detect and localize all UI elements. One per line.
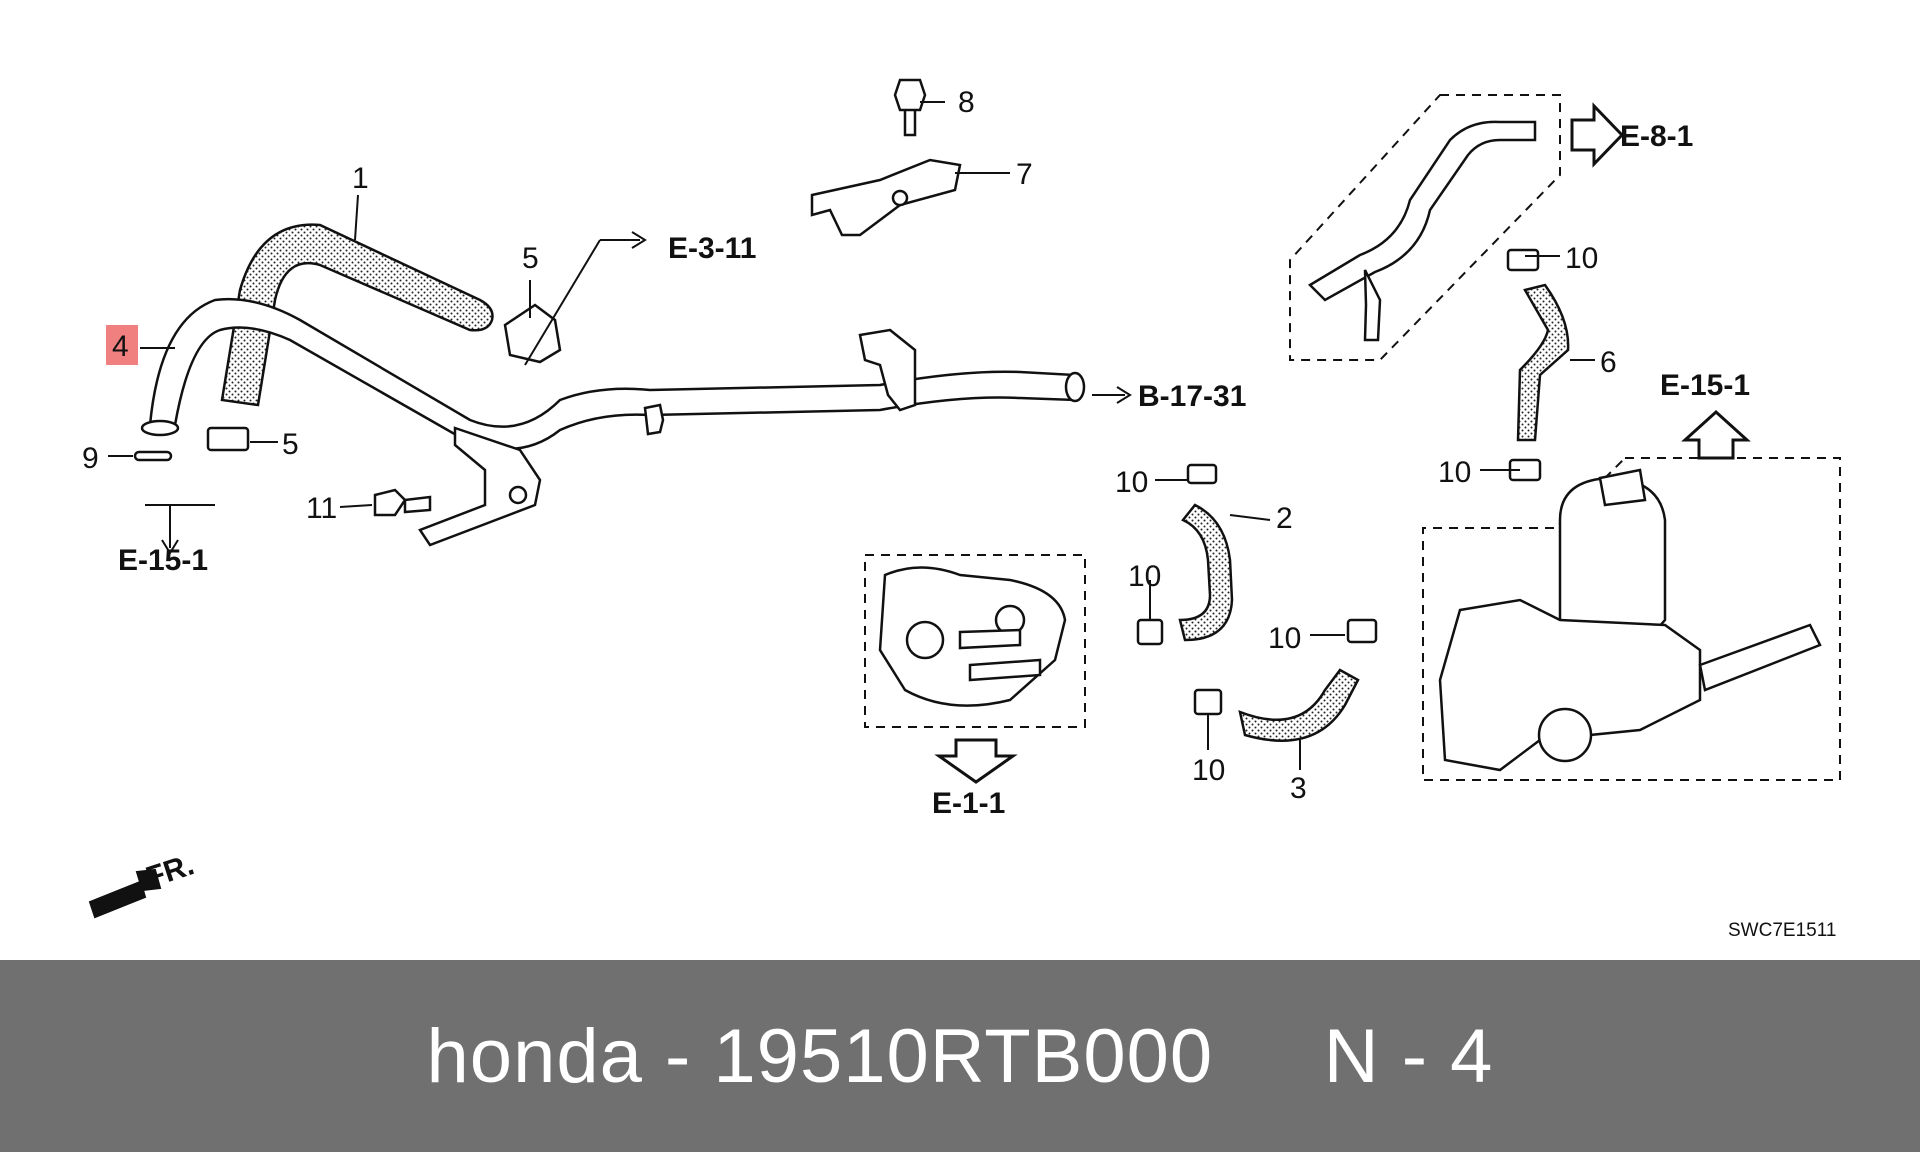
hose-1 [220,223,494,407]
callout-5-upper: 5 [522,242,539,275]
upper-bracket-7 [810,158,962,237]
solid-arrow-e-3-11 [600,231,647,249]
callout-5-lower: 5 [282,428,299,461]
leader-lines [108,101,1595,770]
clamp-5-upper [503,303,562,364]
egr-connector [1598,468,1647,507]
callout-4: 4 [112,330,129,363]
bracket-hole [508,485,528,505]
egr-flange [1438,598,1702,772]
clamp-10 [1186,463,1218,485]
front-indicator-label: FR. [142,848,198,894]
clamp-10 [1346,618,1378,644]
callout-11: 11 [306,492,337,525]
throttle-port [905,620,945,660]
pipe-bracket-lower [418,426,542,547]
hose-6 [1516,283,1570,442]
clamp-10 [1193,688,1223,716]
upper-hose-group [1289,94,1561,361]
clamp-10 [1506,248,1540,272]
ref-e-8-1: E-8-1 [1620,120,1693,153]
ref-e-1-1: E-1-1 [932,787,1005,820]
ref-e-15-1-left: E-15-1 [118,544,208,577]
callout-10: 10 [1192,754,1225,787]
callout-10: 10 [1438,456,1471,489]
hose-stub [1363,269,1382,342]
bolt-8 [893,78,927,137]
solid-arrow-b-17-31 [1092,386,1132,404]
hollow-arrow-e-8-1 [1570,102,1625,168]
callout-10: 10 [1115,466,1148,499]
parts-diagram: 1 2 3 4 5 5 6 7 8 9 10 10 10 10 10 10 11… [82,78,1841,941]
callout-6: 6 [1600,346,1617,379]
front-arrow-icon [88,868,162,919]
callout-4-highlight [106,325,138,365]
callout-7: 7 [1016,158,1033,191]
ref-e-3-11: E-3-11 [668,232,756,265]
pipe-outlet [1064,371,1086,403]
water-pipe-4 [148,297,1077,451]
egr-outlet-pipe [1698,623,1822,692]
callout-9: 9 [82,442,99,475]
throttle-body-group [864,554,1086,728]
o-ring-9 [133,450,173,462]
callout-1: 1 [352,162,369,195]
solid-arrow-e-15-1 [161,530,179,555]
pipe-end-ring [140,419,180,437]
pipe-bracket-upper [858,328,917,412]
hose-3 [1238,668,1360,742]
throttle-nipple [968,658,1042,682]
callout-10: 10 [1128,560,1161,593]
part-number-banner: honda - 19510RTB000 N - 4 [0,960,1920,1152]
throttle-nipple [958,628,1022,650]
upper-hose-assembly [1307,120,1537,302]
callout-2: 2 [1276,502,1293,535]
callout-10: 10 [1268,622,1301,655]
egr-valve-group [1422,457,1841,781]
bolt-11 [373,488,432,517]
diagram-code: SWC7E1511 [1728,920,1836,941]
callout-8: 8 [958,86,975,119]
clamp-10 [1136,618,1164,646]
egr-port [1537,707,1593,763]
pipe-stud-bolt [643,403,665,436]
ref-e-15-1-right: E-15-1 [1660,369,1750,402]
ref-b-17-31: B-17-31 [1138,380,1246,413]
bracket-hole [891,189,909,207]
hollow-arrow-e-15-1 [1681,409,1751,460]
part-number-text: honda - 19510RTB000 N - 4 [426,1013,1494,1099]
hollow-arrow-e-1-1 [934,738,1018,784]
hose-2 [1178,503,1234,642]
callout-10: 10 [1565,242,1598,275]
clamp-5-lower [206,426,250,452]
callout-3: 3 [1290,772,1307,805]
